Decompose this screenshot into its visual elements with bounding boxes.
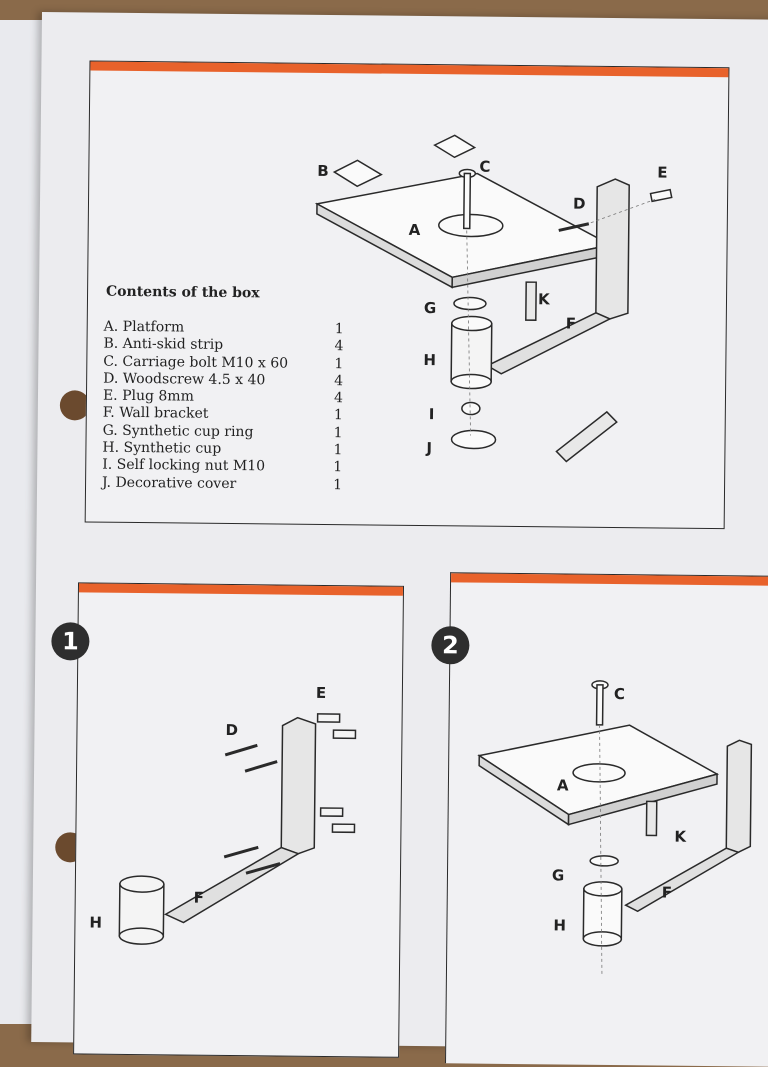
locking-clip (645, 800, 658, 837)
synthetic-cup (450, 322, 493, 383)
label-k: K (674, 828, 687, 846)
locking-nut (461, 401, 481, 416)
wall-plug (649, 188, 673, 203)
wall-bracket-arm (624, 847, 741, 913)
step-2-panel: C A K F G H (445, 572, 768, 1067)
step-2-badge: 2 (431, 626, 470, 665)
wall-bracket (725, 739, 753, 854)
anti-skid-strip (332, 159, 383, 188)
wall-bracket (280, 716, 317, 855)
carriage-bolt (595, 684, 604, 726)
label-a: A (557, 776, 569, 794)
step-1-diagram: D E F H (89, 684, 357, 945)
label-f: F (662, 884, 672, 902)
label-f: F (566, 315, 576, 333)
step-2-diagram: C A K F G H (477, 680, 753, 975)
locking-clip (525, 281, 537, 321)
exploded-parts-diagram: B C A D E K F G H I J (314, 134, 673, 463)
wall-plug (332, 729, 357, 740)
label-h: H (553, 916, 566, 934)
wall-bracket-arm (163, 846, 300, 924)
label-h: H (423, 351, 436, 369)
platform-plate (477, 724, 720, 816)
label-e: E (316, 684, 326, 702)
label-g: G (424, 299, 437, 317)
decorative-cover (450, 429, 497, 450)
wall-plug (316, 713, 341, 723)
label-g: G (552, 866, 565, 884)
anti-skid-strip (433, 134, 477, 159)
step-1-panel: D E F H (73, 582, 405, 1058)
label-c: C (479, 158, 490, 176)
label-e: E (657, 163, 667, 181)
wall-plug (319, 807, 344, 817)
label-k: K (538, 290, 551, 308)
label-b: B (317, 162, 329, 180)
label-j: J (425, 439, 432, 457)
label-f: F (194, 889, 204, 907)
wall-bracket-arm (485, 311, 612, 375)
wall-plug (331, 823, 356, 834)
spare-clip (555, 410, 618, 463)
label-c: C (614, 685, 625, 703)
label-d: D (225, 721, 238, 739)
step-1-badge: 1 (51, 622, 90, 661)
carriage-bolt (462, 172, 472, 230)
label-h: H (89, 914, 102, 932)
label-d: D (573, 195, 586, 213)
wall-bracket (595, 178, 630, 320)
label-i: I (429, 405, 435, 423)
label-a: A (409, 221, 421, 239)
